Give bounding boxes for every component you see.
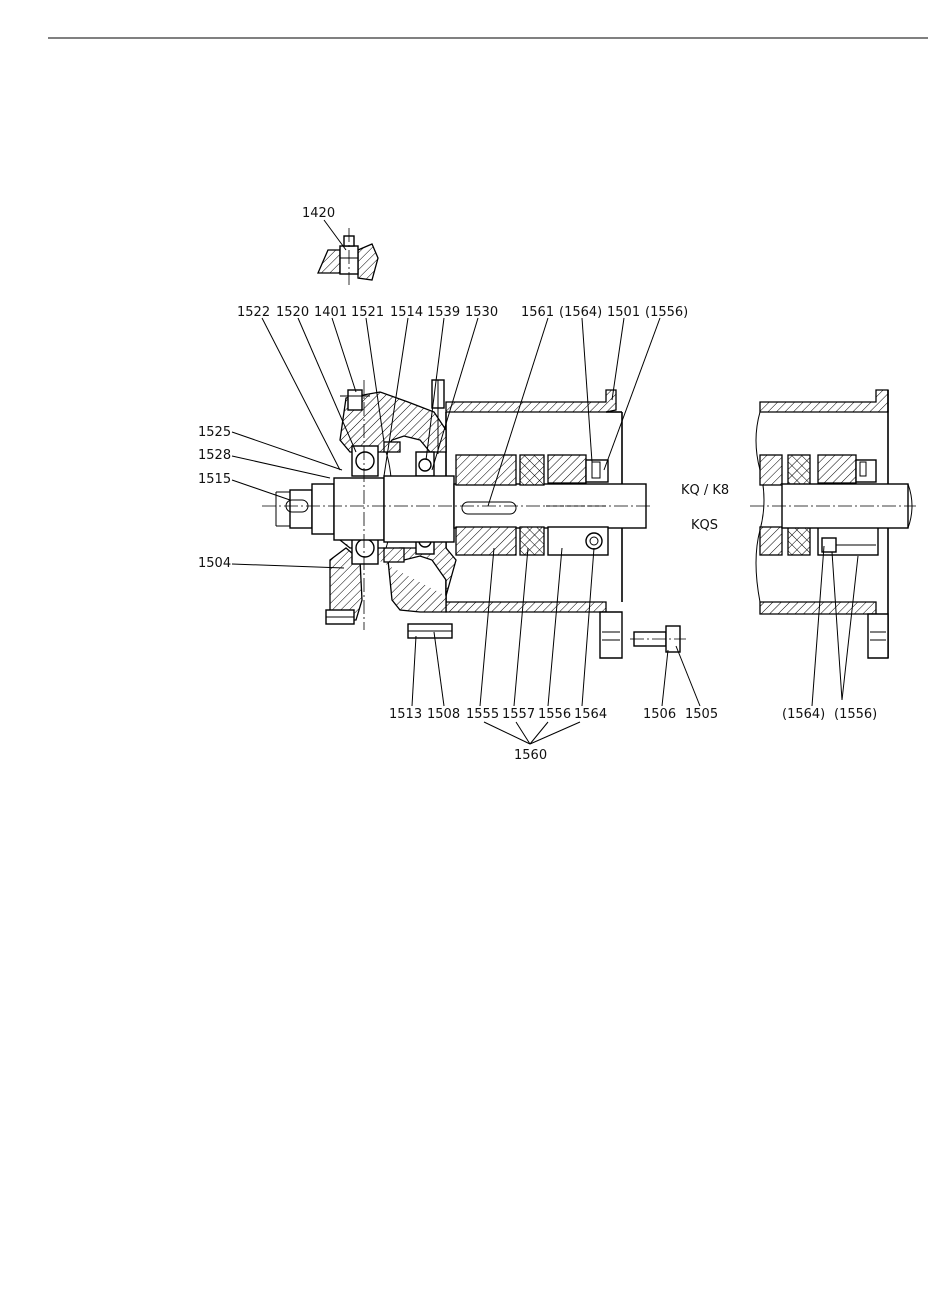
callout-1513: 1513 <box>389 707 422 722</box>
callout-1557: 1557 <box>502 707 535 722</box>
main-section-view <box>262 380 650 658</box>
callout-1508: 1508 <box>427 707 460 722</box>
callout-1555: 1555 <box>466 707 499 722</box>
callout-1528: 1528 <box>198 448 231 463</box>
callout-1515: 1515 <box>198 472 231 487</box>
right-partial-view <box>750 390 916 658</box>
callout-1504: 1504 <box>198 556 231 571</box>
variant-label-kq-k8: KQ / K8 <box>681 483 729 498</box>
callout-1539: 1539 <box>427 305 460 320</box>
callout-1556-paren-right: (1556) <box>834 707 877 722</box>
callout-1556: 1556 <box>538 707 571 722</box>
callout-1564: 1564 <box>574 707 607 722</box>
callout-1420: 1420 <box>302 206 335 221</box>
callout-1564-paren: (1564) <box>559 305 602 320</box>
callout-1514: 1514 <box>390 305 423 320</box>
callout-1520: 1520 <box>276 305 309 320</box>
callout-1525: 1525 <box>198 425 231 440</box>
callout-1401: 1401 <box>314 305 347 320</box>
callout-1561: 1561 <box>521 305 554 320</box>
callout-1522: 1522 <box>237 305 270 320</box>
callout-1564-paren-right: (1564) <box>782 707 825 722</box>
detail-1420 <box>318 228 378 285</box>
callout-1556-paren: (1556) <box>645 305 688 320</box>
callout-1560: 1560 <box>514 748 547 763</box>
callout-1521: 1521 <box>351 305 384 320</box>
bolt-1506-1505 <box>630 626 686 652</box>
callout-1505: 1505 <box>685 707 718 722</box>
callout-1506: 1506 <box>643 707 676 722</box>
callout-1530: 1530 <box>465 305 498 320</box>
callout-1501: 1501 <box>607 305 640 320</box>
variant-label-kqs: KQS <box>691 518 718 533</box>
